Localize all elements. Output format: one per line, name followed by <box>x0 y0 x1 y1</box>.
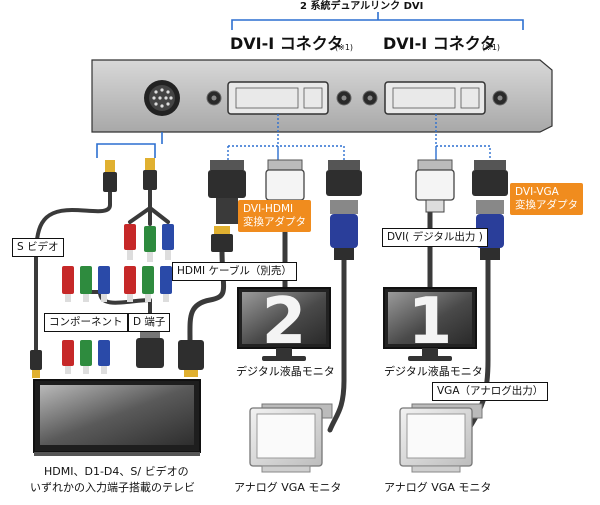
dual-link-label: 2 系統デュアルリンク DVI <box>300 1 424 12</box>
dvi-hdmi-adapter <box>208 160 246 224</box>
connector-right-label: DVI-I コネクタ <box>383 34 497 53</box>
dvi-hdmi-adapter-label-line2: 変換アダプタ <box>243 216 306 229</box>
tv-caption-line2: いずれかの入力端子搭載のテレビ <box>30 481 195 494</box>
hdmi-plug-top <box>211 226 233 252</box>
hdmi-plug-bottom <box>178 340 204 377</box>
connector-right-note: (※1) <box>482 43 501 52</box>
dvi-hdmi-adapter-label-line1: DVI-HDMI <box>243 203 294 215</box>
rca-plugs-component <box>62 266 110 302</box>
analog-monitor-right <box>399 403 483 473</box>
rca-plugs-upper <box>124 224 174 262</box>
rca-plugs-lower <box>62 340 110 374</box>
analog-monitor-right-caption: アナログ VGA モニタ <box>384 481 492 494</box>
component-label: コンポーネント <box>44 313 128 332</box>
tv-caption-line1: HDMI、D1-D4、S/ ビデオの <box>44 465 189 478</box>
d-terminal-label: D 端子 <box>128 313 171 332</box>
dvi-vga-adapter-right <box>472 160 508 260</box>
dvi-vga-adapter-label-line2: 変換アダプタ <box>515 199 578 212</box>
dvi-port-right <box>384 81 486 115</box>
mini-din-port <box>144 80 180 116</box>
analog-monitor-left-caption: アナログ VGA モニタ <box>234 481 342 494</box>
dvi-vga-adapter-left <box>326 160 362 260</box>
monitor-2-number: 2 <box>261 285 307 359</box>
monitor-2-caption: デジタル液晶モニタ <box>236 365 335 378</box>
monitor-1-caption: デジタル液晶モニタ <box>384 365 483 378</box>
dvi-vga-adapter-label: DVI-VGA 変換アダプタ <box>510 183 583 216</box>
screw-holes <box>206 90 508 106</box>
vga-analog-label: VGA（アナログ出力） <box>432 382 549 401</box>
dvi-vga-adapter-label-line1: DVI-VGA <box>515 186 559 198</box>
digital-monitor-2 <box>237 287 331 361</box>
component-plug <box>143 158 157 190</box>
dual-link-bracket <box>231 12 524 30</box>
dvi-digital-label: DVI( デジタル出力 ) <box>382 228 488 247</box>
connector-left-label: DVI-I コネクタ <box>230 34 344 53</box>
s-video-plug <box>103 160 117 192</box>
dvi-hdmi-adapter-label: DVI-HDMI 変換アダプタ <box>238 200 311 233</box>
digital-monitor-1 <box>383 287 477 361</box>
dvi-plug-monitor-1 <box>415 159 455 213</box>
analog-monitor-left <box>249 403 333 473</box>
rca-plugs-d-terminal <box>124 266 172 302</box>
television <box>33 379 201 456</box>
s-video-plug-end <box>30 350 42 378</box>
hdmi-cable-label: HDMI ケーブル（別売） <box>172 262 297 281</box>
monitor-1-number: 1 <box>407 285 453 359</box>
connector-left-note: (※1) <box>335 43 354 52</box>
dvi-port-left <box>227 81 329 115</box>
s-video-label: S ビデオ <box>12 238 64 257</box>
